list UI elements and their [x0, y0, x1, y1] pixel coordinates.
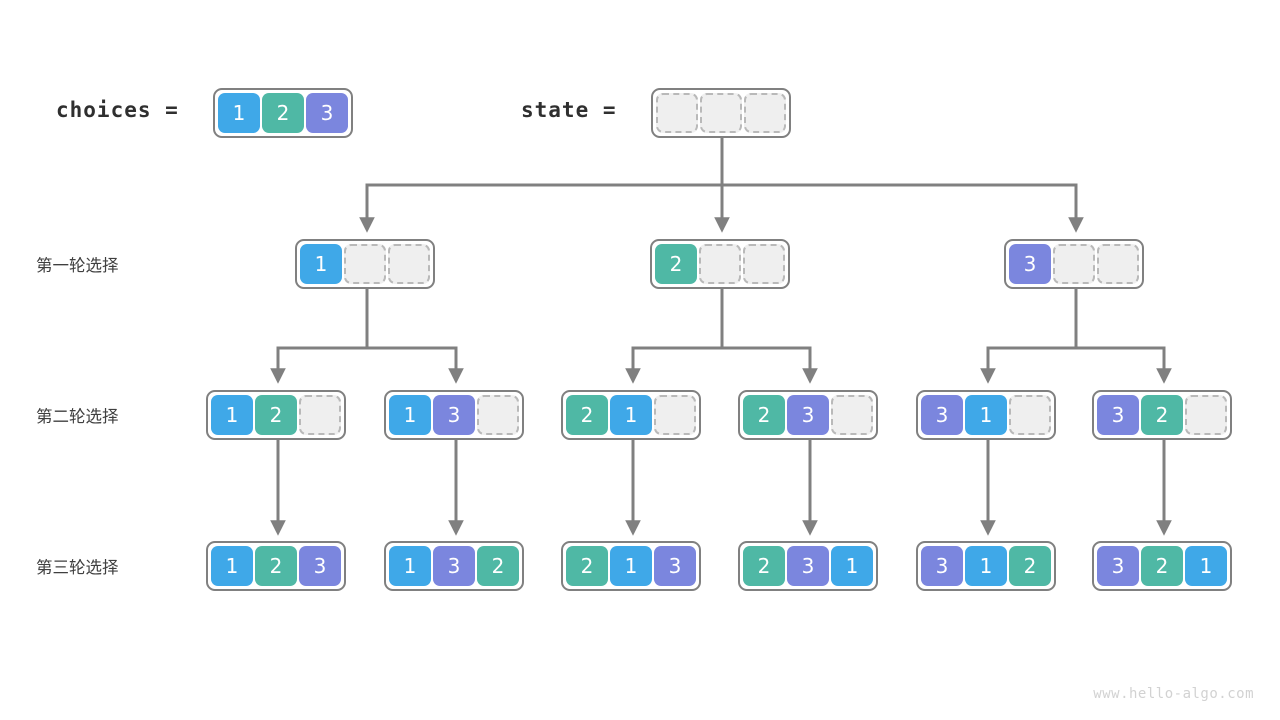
choices-label: choices =	[56, 98, 179, 122]
level3-node-1-cell-value: 3	[299, 546, 341, 586]
level3-node-3-cell-value: 1	[610, 546, 652, 586]
level3-node-2-cell-value: 1	[389, 546, 431, 586]
level2-node-3-cell-value: 1	[610, 395, 652, 435]
level3-node-6-cell-value: 1	[1185, 546, 1227, 586]
level2-node-4-cell-value: 3	[787, 395, 829, 435]
edge-l1-1-to-l2-1	[270, 288, 369, 384]
level1-node-3-cell-value: 3	[1009, 244, 1051, 284]
level3-node-3-cell-value: 2	[566, 546, 608, 586]
level3-node-1-cell-value: 1	[211, 546, 253, 586]
level2-node-3-cell-empty	[654, 395, 696, 435]
level3-node-1-cell-value: 2	[255, 546, 297, 586]
state-cell-empty	[656, 93, 698, 133]
level1-node-2-cell-empty	[743, 244, 785, 284]
level2-node-3-cell-value: 2	[566, 395, 608, 435]
state-array	[651, 88, 791, 138]
level2-node-1-cell-empty	[299, 395, 341, 435]
level3-node-5-cell-value: 2	[1009, 546, 1051, 586]
level2-node-2-cell-empty	[477, 395, 519, 435]
level3-node-2-cell-value: 2	[477, 546, 519, 586]
level1-node-1-cell-empty	[344, 244, 386, 284]
level1-node-3-cell-empty	[1053, 244, 1095, 284]
choices-cell-value: 1	[218, 93, 260, 133]
row-label-round-3: 第三轮选择	[36, 558, 119, 577]
level2-node-4-cell-empty	[831, 395, 873, 435]
edge-root-to-l1-1	[359, 137, 724, 233]
level3-node-2-cell-value: 3	[433, 546, 475, 586]
level1-node-3: 3	[1004, 239, 1144, 289]
level2-node-5-cell-value: 1	[965, 395, 1007, 435]
level2-node-2-cell-value: 3	[433, 395, 475, 435]
level1-node-1-cell-value: 1	[300, 244, 342, 284]
state-cell-empty	[700, 93, 742, 133]
state-cell-empty	[744, 93, 786, 133]
level2-node-6-cell-value: 3	[1097, 395, 1139, 435]
level1-node-2: 2	[650, 239, 790, 289]
level1-node-3-cell-empty	[1097, 244, 1139, 284]
level1-node-2-cell-empty	[699, 244, 741, 284]
edge-l1-3-to-l2-6	[1074, 288, 1172, 384]
state-label: state =	[521, 98, 617, 122]
edge-l1-2-to-l2-3	[625, 288, 724, 384]
level3-node-5-cell-value: 1	[965, 546, 1007, 586]
level1-node-2-cell-value: 2	[655, 244, 697, 284]
choices-cell-value: 2	[262, 93, 304, 133]
level2-node-5-cell-empty	[1009, 395, 1051, 435]
level2-node-2-cell-value: 1	[389, 395, 431, 435]
row-label-round-1: 第一轮选择	[36, 256, 119, 275]
choices-cell-value: 3	[306, 93, 348, 133]
watermark: www.hello-algo.com	[1093, 686, 1254, 702]
level1-node-1: 1	[295, 239, 435, 289]
edge-root-to-l1-3	[720, 137, 1084, 233]
level3-node-4-cell-value: 1	[831, 546, 873, 586]
level2-node-5-cell-value: 3	[921, 395, 963, 435]
level2-node-4-cell-value: 2	[743, 395, 785, 435]
level2-node-1-cell-value: 2	[255, 395, 297, 435]
level3-node-6-cell-value: 2	[1141, 546, 1183, 586]
level3-node-3-cell-value: 3	[654, 546, 696, 586]
level3-node-4-cell-value: 3	[787, 546, 829, 586]
level2-node-1-cell-value: 1	[211, 395, 253, 435]
edge-l1-3-to-l2-5	[980, 288, 1078, 384]
row-label-round-2: 第二轮选择	[36, 407, 119, 426]
level2-node-6-cell-empty	[1185, 395, 1227, 435]
edge-l1-2-to-l2-4	[720, 288, 818, 384]
level3-node-6-cell-value: 3	[1097, 546, 1139, 586]
level1-node-1-cell-empty	[388, 244, 430, 284]
level2-node-6-cell-value: 2	[1141, 395, 1183, 435]
edge-l1-1-to-l2-2	[365, 288, 464, 384]
level3-node-4-cell-value: 2	[743, 546, 785, 586]
level3-node-5-cell-value: 3	[921, 546, 963, 586]
